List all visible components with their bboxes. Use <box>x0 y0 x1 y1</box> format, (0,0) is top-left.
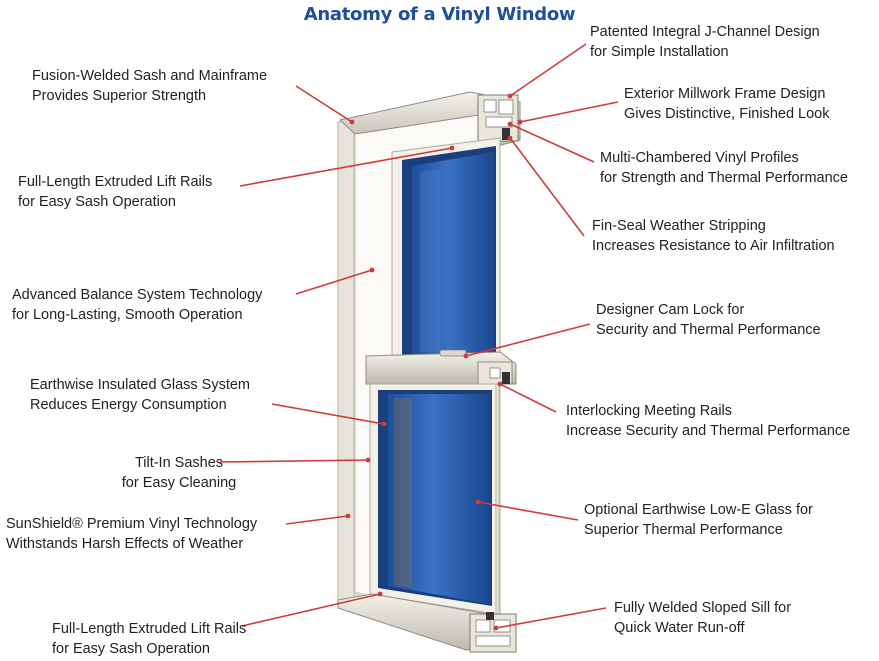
label-line: Full-Length Extruded Lift Rails <box>18 174 213 190</box>
label-line: Withstands Harsh Effects of Weather <box>6 536 244 552</box>
label-line: Multi-Chambered Vinyl Profiles <box>600 150 799 166</box>
label-line: Fin-Seal Weather Stripping <box>592 218 766 234</box>
label-line: for Long-Lasting, Smooth Operation <box>12 307 243 323</box>
label-j-channel: Patented Integral J-Channel Design for S… <box>590 22 820 62</box>
label-line: Increase Security and Thermal Performanc… <box>566 423 851 439</box>
label-meeting-rails: Interlocking Meeting Rails Increase Secu… <box>566 401 850 441</box>
label-multi-chambered: Multi-Chambered Vinyl Profiles for Stren… <box>600 148 848 188</box>
label-line: Tilt-In Sashes <box>134 455 224 471</box>
label-line: Optional Earthwise Low-E Glass for <box>584 502 813 518</box>
label-sloped-sill: Fully Welded Sloped Sill for Quick Water… <box>614 598 791 638</box>
meeting-rail <box>365 349 517 385</box>
label-line: Quick Water Run-off <box>614 620 745 636</box>
label-low-e-glass: Optional Earthwise Low-E Glass for Super… <box>584 500 813 540</box>
label-line: for Strength and Thermal Performance <box>600 170 848 186</box>
label-cam-lock: Designer Cam Lock for Security and Therm… <box>596 300 821 340</box>
cam-lock <box>439 349 467 357</box>
lower-sash <box>369 383 497 615</box>
label-line: Gives Distinctive, Finished Look <box>624 106 830 122</box>
label-tilt-in: Tilt-In Sashes for Easy Cleaning <box>104 453 254 493</box>
upper-sash <box>391 137 501 363</box>
label-sunshield: SunShield® Premium Vinyl Technology With… <box>6 514 257 554</box>
label-line: for Simple Installation <box>590 44 729 60</box>
label-lift-rails-top: Full-Length Extruded Lift Rails for Easy… <box>18 172 212 212</box>
label-line: Patented Integral J-Channel Design <box>590 24 820 40</box>
label-line: Exterior Millwork Frame Design <box>624 86 826 102</box>
lower-glass <box>388 394 490 604</box>
top-profile-section <box>338 91 521 147</box>
label-line: Reduces Energy Consumption <box>30 397 227 413</box>
label-lift-rails-bottom: Full-Length Extruded Lift Rails for Easy… <box>52 619 246 659</box>
diagram-title: Anatomy of a Vinyl Window <box>303 4 576 25</box>
label-line: Earthwise Insulated Glass System <box>30 377 251 393</box>
leader-lines <box>219 43 619 629</box>
label-line: SunShield® Premium Vinyl Technology <box>6 516 258 532</box>
label-line: Fully Welded Sloped Sill for <box>614 600 792 616</box>
label-millwork-frame: Exterior Millwork Frame Design Gives Dis… <box>624 84 830 124</box>
label-line: for Easy Sash Operation <box>18 194 176 210</box>
label-line: for Easy Sash Operation <box>52 641 210 657</box>
label-line: Security and Thermal Performance <box>596 322 821 338</box>
leader-dots <box>345 93 523 631</box>
label-fin-seal: Fin-Seal Weather Stripping Increases Res… <box>592 216 835 256</box>
label-balance-system: Advanced Balance System Technology for L… <box>12 285 262 325</box>
label-line: Increases Resistance to Air Infiltration <box>592 238 835 254</box>
label-line: for Easy Cleaning <box>121 475 237 491</box>
label-line: Fusion-Welded Sash and Mainframe <box>32 68 268 84</box>
label-line: Advanced Balance System Technology <box>12 287 263 303</box>
label-line: Full-Length Extruded Lift Rails <box>52 621 247 637</box>
label-line: Superior Thermal Performance <box>584 522 783 538</box>
label-line: Provides Superior Strength <box>32 88 207 104</box>
upper-glass <box>412 152 494 354</box>
label-insulated-glass: Earthwise Insulated Glass System Reduces… <box>30 375 250 415</box>
label-line: Designer Cam Lock for <box>596 302 745 318</box>
label-fusion-welded: Fusion-Welded Sash and Mainframe Provide… <box>32 66 267 106</box>
label-line: Interlocking Meeting Rails <box>566 403 733 419</box>
